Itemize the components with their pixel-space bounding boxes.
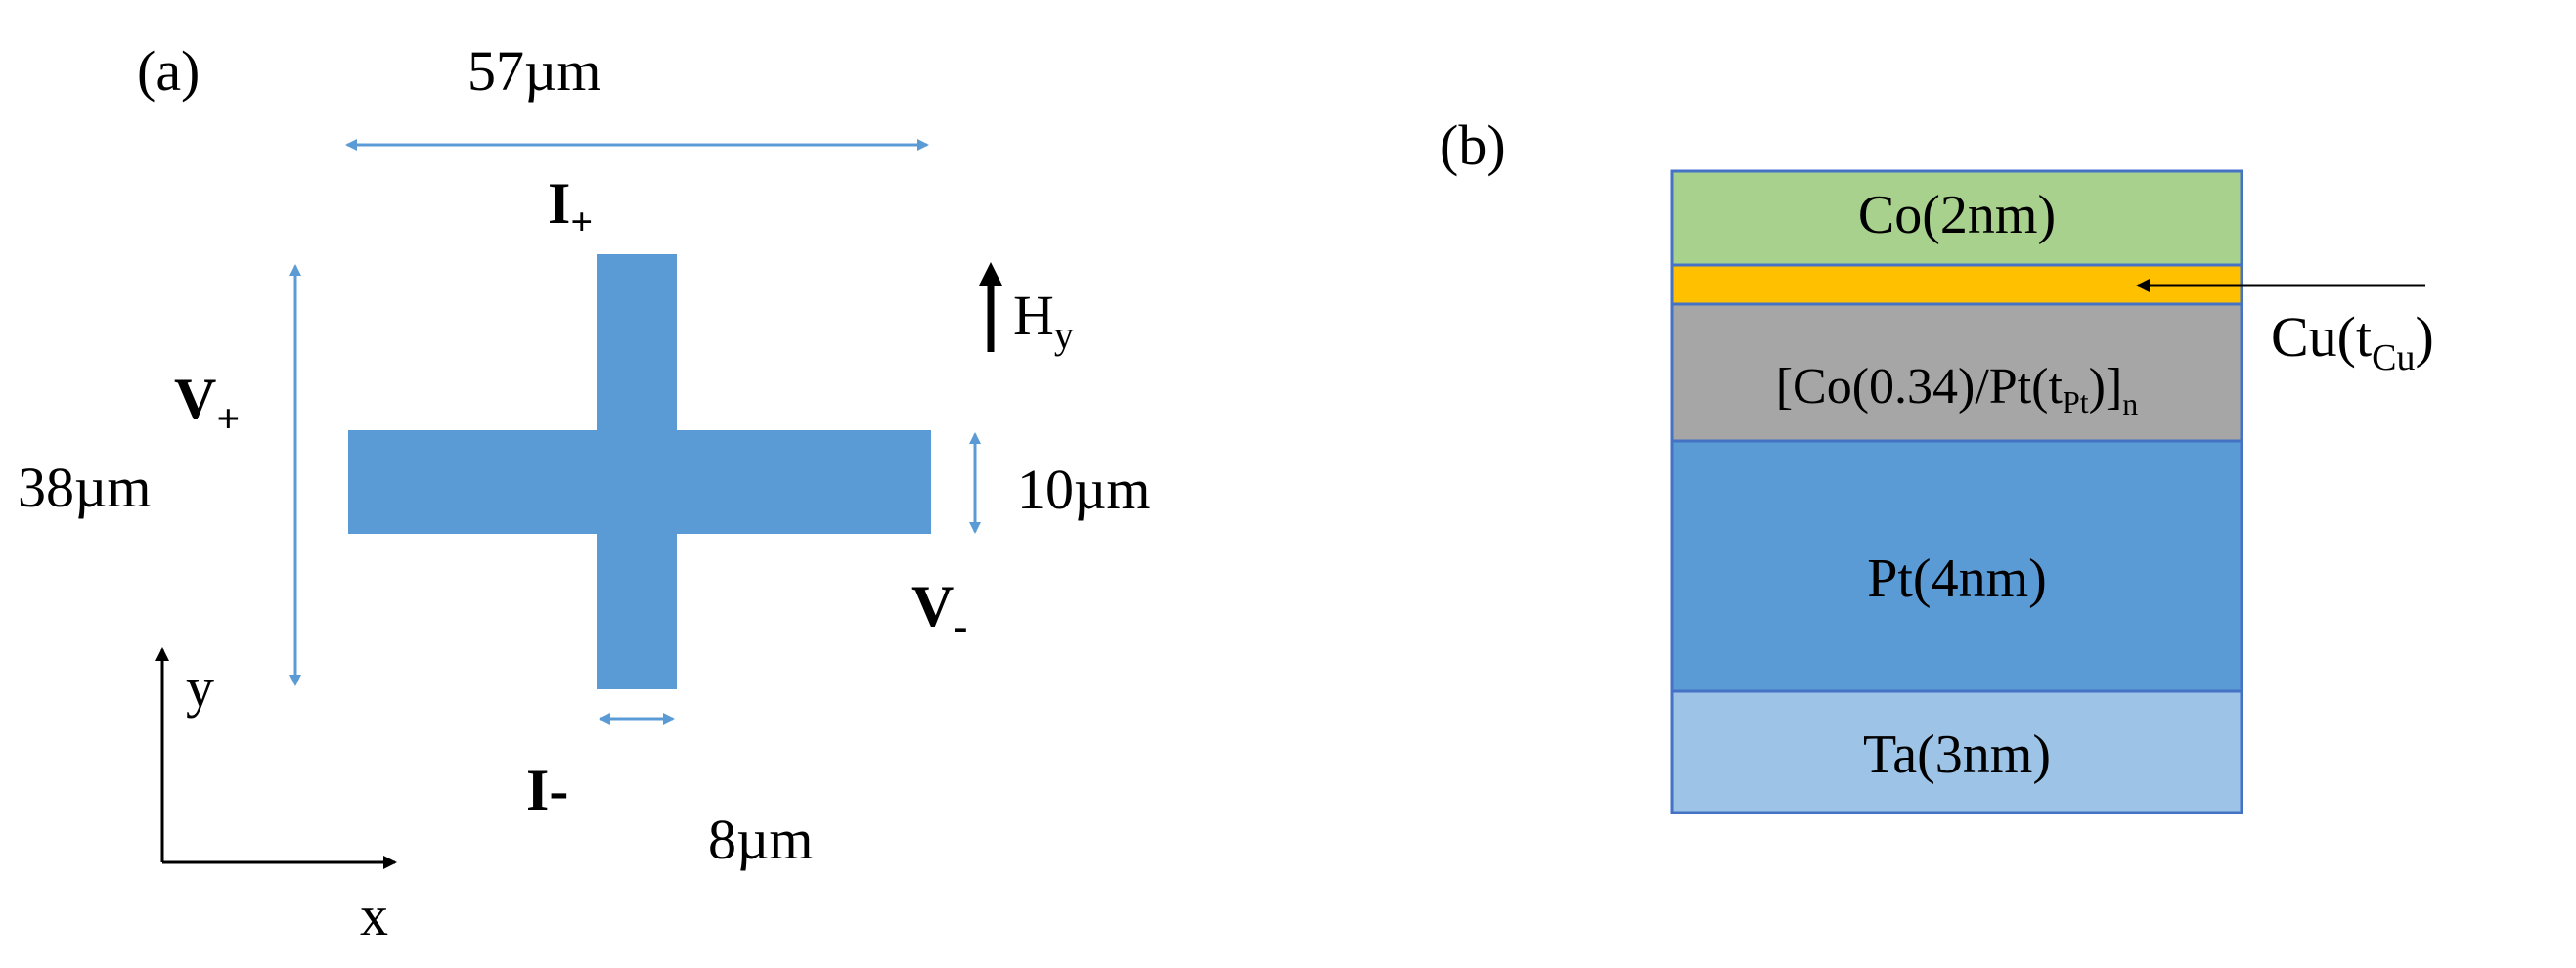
layer-ta-3nm xyxy=(1670,689,2243,814)
hall-bar-horizontal-arm xyxy=(348,430,931,534)
field-label: Hy xyxy=(1013,284,1074,357)
y-axis-label: y xyxy=(186,655,214,719)
layer-pt-4nm-label: Pt(4nm) xyxy=(1867,549,2047,609)
height-dimension-label: 38µm xyxy=(18,456,152,519)
layer-stack: Co(2nm) [Co(0.34)/Pt(tPt)]n Pt(4nm) Ta(3… xyxy=(1670,169,2243,814)
layer-co-2nm xyxy=(1670,169,2243,267)
layer-ta-3nm-label: Ta(3nm) xyxy=(1863,725,2051,785)
layer-pt-4nm xyxy=(1670,439,2243,693)
terminal-i-minus: I- xyxy=(526,758,568,822)
x-axis-label: x xyxy=(360,884,388,947)
width-dimension-label: 57µm xyxy=(467,39,601,103)
cu-layer-label: Cu(tCu) xyxy=(2271,305,2434,378)
terminal-v-minus: V- xyxy=(911,574,967,649)
arm-width-dimension-label: 10µm xyxy=(1017,458,1151,521)
field-arrow-icon xyxy=(979,262,1002,286)
terminal-i-plus: I+ xyxy=(548,171,593,243)
terminal-v-plus: V+ xyxy=(174,367,240,442)
layer-co-2nm-label: Co(2nm) xyxy=(1858,185,2056,245)
panel-a-label: (a) xyxy=(137,39,200,103)
layer-co-pt-multilayer-label: [Co(0.34)/Pt(tPt)]n xyxy=(1776,359,2139,421)
bar-width-dimension-label: 8µm xyxy=(708,808,814,871)
hall-bar xyxy=(348,254,931,689)
panel-b-label: (b) xyxy=(1440,113,1506,177)
